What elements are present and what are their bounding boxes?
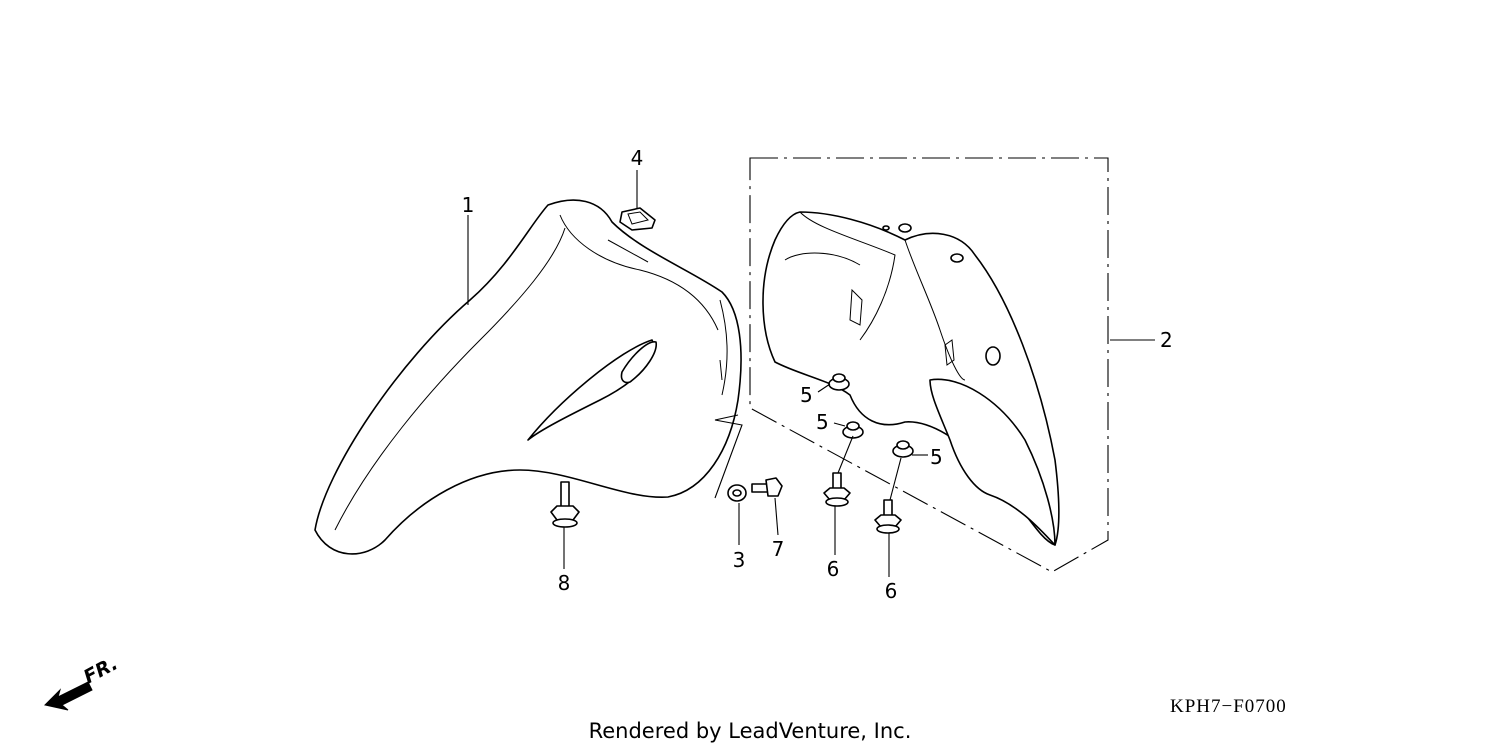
callout-2: 2: [1160, 328, 1173, 352]
flange-bolt: [823, 472, 851, 507]
flange-bolt: [874, 499, 902, 534]
callout-8: 8: [558, 571, 571, 595]
screw: [751, 477, 783, 497]
diagram-code: KPH7−F0700: [1170, 696, 1287, 717]
leader-lines: [467, 170, 1155, 577]
callout-5: 5: [816, 410, 829, 434]
callout-6: 6: [827, 557, 840, 581]
callout-5: 5: [800, 383, 813, 407]
front-direction-arrow-icon: [43, 681, 93, 711]
callout-6: 6: [885, 579, 898, 603]
callout-7: 7: [772, 537, 785, 561]
clip-nut: [619, 207, 656, 231]
collar-nut: [727, 484, 747, 502]
bolt: [550, 481, 580, 528]
grommet: [892, 440, 914, 458]
callout-1: 1: [462, 193, 475, 217]
front-fender: [314, 199, 742, 555]
callout-3: 3: [733, 548, 746, 572]
grommet: [828, 373, 850, 391]
inner-fender: [762, 211, 1060, 546]
callout-4: 4: [631, 146, 644, 170]
assembly-outline: [714, 157, 1109, 573]
render-credit: Rendered by LeadVenture, Inc.: [589, 719, 912, 743]
grommet: [842, 421, 864, 439]
callout-5: 5: [930, 445, 943, 469]
